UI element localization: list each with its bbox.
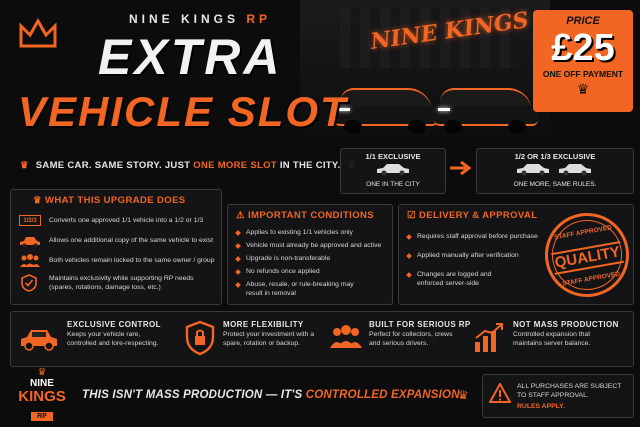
condition-text: Applies to existing 1/1 vehicles only: [246, 229, 353, 236]
crown-icon-small: ♛: [20, 160, 29, 171]
tagline-prefix: SAME CAR. SAME STORY. JUST: [35, 160, 194, 171]
feature-title: BUILT FOR SERIOUS RP: [369, 320, 471, 329]
quality-stamp: STAFF APPROVED QUALITY STAFF APPROVED: [538, 206, 636, 304]
comparison-left-caption: ONE IN THE CITY: [366, 181, 420, 188]
group-icon: [19, 254, 41, 273]
panel-conditions: ⚠ IMPORTANT CONDITIONS Applies to existi…: [227, 204, 393, 305]
price-badge: PRICE £25 ONE OFF PAYMENT ♛: [533, 10, 633, 112]
feature-text: Protect your investment with a spare, ro…: [223, 331, 315, 347]
panel-delivery: ☑ DELIVERY & APPROVAL Requires staff app…: [398, 204, 636, 305]
shield-check-icon: [21, 274, 37, 297]
comparison-left-title: 1/1 EXCLUSIVE: [365, 152, 421, 161]
tagline-suffix: IN THE CITY.: [276, 160, 341, 171]
upgrade-item-text: Converts one approved 1/1 vehicle into a…: [49, 217, 204, 224]
comparison-right: 1/2 OR 1/3 EXCLUSIVE ONE MORE, SAME RULE…: [476, 148, 634, 194]
condition-text: Upgrade is non-transferable: [246, 255, 331, 262]
delivery-text: Changes are logged and enforced server-s…: [417, 271, 492, 287]
brand-rp: RP: [246, 12, 272, 26]
feature-title: EXCLUSIVE CONTROL: [67, 320, 161, 329]
title-line-2: VEHICLE SLOT: [18, 88, 348, 135]
title-line-1: EXTRA: [98, 29, 283, 85]
what-upgrade-header: ♛ WHAT THIS UPGRADE DOES: [33, 195, 186, 206]
car-image-right: [430, 70, 540, 134]
delivery-item: Changes are logged and enforced server-s…: [406, 271, 517, 288]
crown-icon: ♛: [576, 81, 590, 97]
price-amount: £25: [551, 27, 615, 69]
upgrade-item: 1/2/3 Converts one approved 1/1 vehicle …: [19, 214, 219, 230]
clipboard-check-icon: ☑: [407, 210, 419, 221]
delivery-text: Requires staff approval before purchase: [417, 233, 538, 240]
panel-what-upgrade: ♛ WHAT THIS UPGRADE DOES 1/2/3 Converts …: [10, 189, 222, 305]
crown-icon-top-left: [18, 17, 58, 55]
what-upgrade-title: WHAT THIS UPGRADE DOES: [44, 195, 186, 206]
logo-mid: KINGS: [18, 388, 66, 405]
feature-serious-rp: BUILT FOR SERIOUS RP Perfect for collect…: [329, 318, 479, 362]
upgrade-item-text: Maintains exclusivity while supporting R…: [49, 275, 194, 291]
feature-text: Controlled expansion that maintains serv…: [513, 331, 591, 347]
conditions-title: IMPORTANT CONDITIONS: [247, 210, 375, 221]
arrow-right-icon: [448, 160, 474, 181]
condition-text: No refunds once applied: [246, 268, 320, 275]
delivery-item: Applied manually after verification: [406, 252, 542, 261]
upgrade-item: Maintains exclusivity while supporting R…: [19, 274, 219, 302]
logo-rp: RP: [31, 412, 53, 421]
tier-icon: 1/2/3: [19, 215, 41, 226]
comparison-right-caption: ONE MORE, SAME RULES.: [513, 181, 597, 188]
upgrade-item-text: Allows one additional copy of the same v…: [49, 237, 213, 244]
car-image-left: [330, 70, 440, 134]
car-icon-pair: [477, 162, 633, 181]
bar-chart-icon: [473, 322, 505, 359]
garage-background: NINE KINGS: [300, 0, 550, 150]
condition-item: Upgrade is non-transferable: [235, 255, 391, 264]
feature-not-mass-production: NOT MASS PRODUCTION Controlled expansion…: [473, 318, 629, 362]
nine-kings-logo: ♛ NINE KINGS RP: [16, 368, 68, 424]
warning-icon: ⚠: [236, 210, 248, 221]
brand-name: NINE KINGS: [128, 12, 239, 26]
feature-text: Keeps your vehicle rare, controlled and …: [67, 331, 159, 347]
crown-icon: ♛: [458, 388, 469, 402]
upgrade-item: Allows one additional copy of the same v…: [19, 234, 219, 250]
crown-icon: ♛: [37, 367, 47, 378]
notice-highlight: RULES APPLY.: [517, 403, 565, 410]
tagline-highlight: ONE MORE SLOT: [193, 160, 277, 171]
comparison-left: 1/1 EXCLUSIVE ONE IN THE CITY: [340, 148, 446, 194]
condition-item: Vehicle must already be approved and act…: [235, 242, 391, 251]
delivery-header: ☑ DELIVERY & APPROVAL: [407, 210, 537, 221]
notice-text: ALL PURCHASES ARE SUBJECT TO STAFF APPRO…: [517, 383, 622, 399]
feature-exclusive-control: EXCLUSIVE CONTROL Keeps your vehicle rar…: [19, 318, 169, 362]
upgrade-item-text: Both vehicles remain locked to the same …: [49, 257, 215, 264]
logo-top: NINE: [30, 378, 54, 389]
car-icon: [341, 162, 445, 181]
slogan-highlight: CONTROLLED EXPANSION.: [305, 389, 464, 401]
footer-slogan: THIS ISN'T MASS PRODUCTION — IT'S CONTRO…: [82, 389, 463, 401]
warning-icon: [488, 381, 512, 408]
price-note: ONE OFF PAYMENT: [542, 69, 624, 79]
feature-text: Perfect for collectors, crews and seriou…: [369, 331, 453, 347]
condition-item: Applies to existing 1/1 vehicles only: [235, 229, 391, 238]
shield-lock-icon: [185, 320, 215, 361]
upgrade-item: Both vehicles remain locked to the same …: [19, 254, 219, 270]
condition-item: Abuse, resale, or rule-breaking may resu…: [235, 281, 366, 298]
condition-text: Vehicle must already be approved and act…: [246, 242, 382, 249]
delivery-item: Requires staff approval before purchase: [406, 233, 542, 242]
feature-title: MORE FLEXIBILITY: [223, 320, 304, 329]
condition-item: No refunds once applied: [235, 268, 391, 277]
car-icon: [19, 235, 41, 253]
delivery-title: DELIVERY & APPROVAL: [418, 210, 538, 221]
group-icon: [329, 324, 363, 355]
car-icon: [19, 326, 59, 357]
conditions-header: ⚠ IMPORTANT CONDITIONS: [236, 210, 374, 221]
condition-text: Abuse, resale, or rule-breaking may resu…: [246, 281, 354, 297]
staff-approval-notice: ALL PURCHASES ARE SUBJECT TO STAFF APPRO…: [482, 374, 634, 418]
delivery-text: Applied manually after verification: [417, 252, 519, 259]
brand-header: NINE KINGS RP: [100, 12, 300, 26]
panel-features: EXCLUSIVE CONTROL Keeps your vehicle rar…: [10, 311, 634, 367]
feature-title: NOT MASS PRODUCTION: [513, 320, 619, 329]
crown-icon: ♛: [33, 195, 45, 206]
tagline: ♛ SAME CAR. SAME STORY. JUST ONE MORE SL…: [20, 160, 356, 171]
feature-more-flexibility: MORE FLEXIBILITY Protect your investment…: [181, 318, 331, 362]
slogan-prefix: THIS ISN'T MASS PRODUCTION — IT'S: [82, 389, 306, 401]
comparison-right-title: 1/2 OR 1/3 EXCLUSIVE: [514, 152, 596, 161]
price-label: PRICE: [566, 15, 600, 27]
